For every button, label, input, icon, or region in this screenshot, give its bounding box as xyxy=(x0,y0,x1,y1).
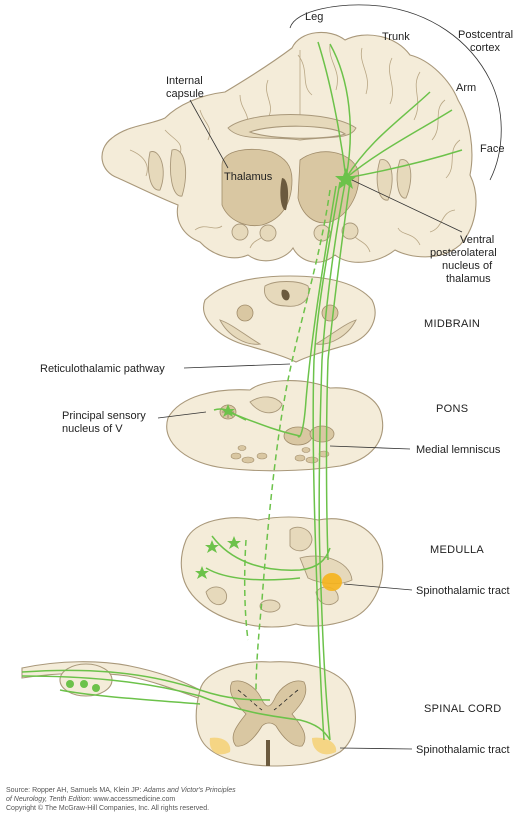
label-thalamus: Thalamus xyxy=(224,171,273,183)
source-credit-copyright: Copyright © The McGraw-Hill Companies, I… xyxy=(6,804,209,812)
source-credit-line2: of Neurology, Tenth Edition: www.accessm… xyxy=(6,796,175,803)
label-internal-capsule-line2: capsule xyxy=(166,88,204,100)
label-postcentral-cortex-line2: cortex xyxy=(470,42,500,54)
midbrain-section xyxy=(203,275,376,363)
label-internal-capsule-line1: Internal xyxy=(166,75,203,87)
thalamus-left xyxy=(221,148,293,227)
label-vpl-line2: posterolateral xyxy=(430,247,497,259)
pons-section xyxy=(166,380,384,472)
label-trunk: Trunk xyxy=(382,31,410,43)
label-pons: PONS xyxy=(436,403,468,415)
source-credit-url: : www.accessmedicine.com xyxy=(90,796,176,803)
sensory-fibers xyxy=(21,41,463,741)
source-credit-edition: of Neurology, Tenth Edition xyxy=(6,796,90,803)
cerebrum-section xyxy=(101,31,477,263)
label-midbrain: MIDBRAIN xyxy=(424,318,480,330)
thalamus-right xyxy=(297,151,360,224)
label-leg: Leg xyxy=(305,11,323,23)
label-vpl-line4: thalamus xyxy=(446,273,491,285)
source-credit-prefix: Source: Ropper AH, Samuels MA, Klein JP: xyxy=(6,787,143,794)
label-medial-lemniscus: Medial lemniscus xyxy=(416,444,501,456)
medulla-section xyxy=(180,516,384,628)
source-credit-line1: Source: Ropper AH, Samuels MA, Klein JP:… xyxy=(6,787,236,794)
leader-lines xyxy=(157,99,463,750)
spinal-cord-section xyxy=(21,661,356,767)
label-face: Face xyxy=(480,143,504,155)
label-spinothalamic-tract-medulla: Spinothalamic tract xyxy=(416,585,510,597)
label-reticulothalamic-pathway: Reticulothalamic pathway xyxy=(40,363,165,375)
postcentral-cortex-arc xyxy=(289,4,502,181)
label-arm: Arm xyxy=(456,82,476,94)
label-principal-sensory-line2: nucleus of V xyxy=(62,423,123,435)
label-postcentral-cortex-line1: Postcentral xyxy=(458,29,513,41)
label-medulla: MEDULLA xyxy=(430,544,484,556)
label-vpl-line1: Ventral xyxy=(460,234,494,246)
spinothalamic-tract-medulla-highlight xyxy=(322,573,342,591)
source-credit-title: Adams and Victor's Principles xyxy=(142,787,236,794)
label-principal-sensory-line1: Principal sensory xyxy=(62,410,146,422)
label-spinothalamic-tract-cord: Spinothalamic tract xyxy=(416,744,510,756)
label-vpl-line3: nucleus of xyxy=(442,260,493,272)
label-spinal-cord: SPINAL CORD xyxy=(424,703,501,715)
spinothalamic-tract-cord-highlight xyxy=(312,737,337,755)
